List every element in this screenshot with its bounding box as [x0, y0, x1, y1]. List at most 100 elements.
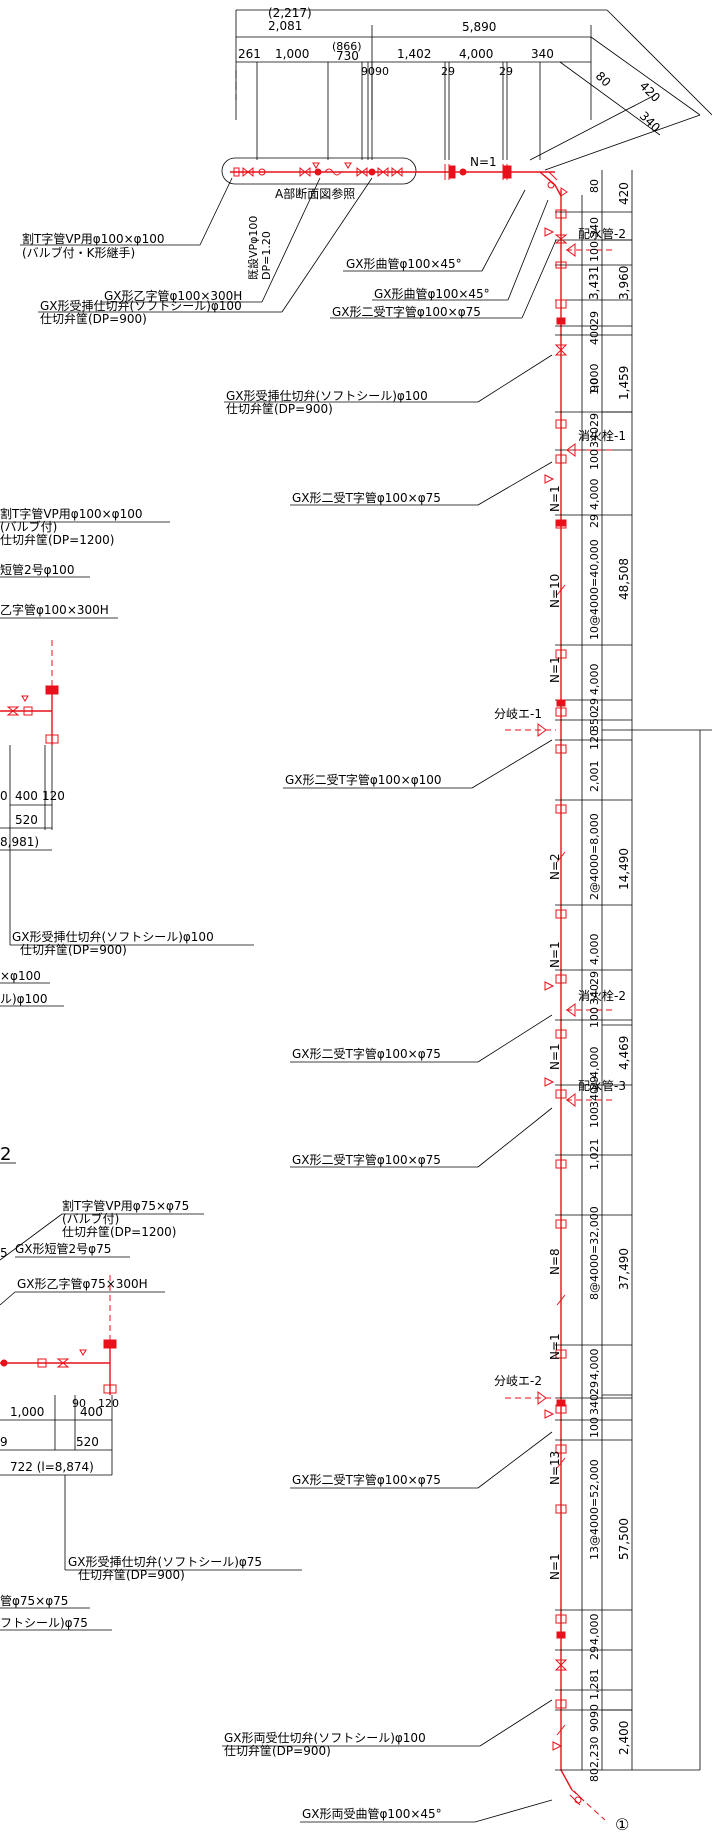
vdim-120: 120: [588, 729, 601, 750]
vdim-1000: 1,000: [588, 364, 601, 396]
n-label-8: N=8: [548, 1248, 562, 1275]
vdim-80: 80: [588, 179, 601, 193]
vdim-340c: 340: [588, 984, 601, 1005]
left-cut3: 管φ75×φ75: [0, 1593, 68, 1608]
left-panel-a: 割T字管VP用φ100×φ100 (バルブ付) 仕切弁筐(DP=1200) 短管…: [0, 506, 254, 1007]
dim-diag-420: 420: [637, 79, 663, 105]
n-label-1e: N=1: [548, 1333, 562, 1360]
left-cut2: ル)φ100: [0, 992, 48, 1006]
odim-57500: 57,500: [617, 1518, 631, 1560]
dim-1000: 1,000: [275, 47, 309, 61]
dim-29b: 29: [499, 65, 513, 78]
label-gx-niju-1: GX形二受T字管φ100×φ75: [332, 304, 481, 319]
vdim-4000a: 4,000: [588, 479, 601, 511]
left-wari75-line1: 割T字管VP用φ75×φ75: [62, 1198, 189, 1213]
branch-outlets: [505, 227, 612, 1419]
left-d400b: 400: [80, 1405, 103, 1419]
dim-4000: 4,000: [459, 47, 493, 61]
dim-1402: 1,402: [397, 47, 431, 61]
vdim-29e: 29: [588, 971, 601, 985]
vdim-90a: 90: [588, 378, 601, 392]
left-uke75-line1: GX形受挿仕切弁(ソフトシール)φ75: [68, 1554, 262, 1569]
label-gx-niju-6: GX形二受T字管φ100×φ75: [292, 1472, 441, 1487]
left-wari75-line3: 仕切弁筐(DP=1200): [62, 1224, 176, 1239]
dim-730: 730: [336, 49, 359, 63]
vdim-4000e: 4,000: [588, 1349, 601, 1381]
label-gx-uke-line2: 仕切弁筐(DP=900): [40, 311, 147, 326]
left-tankan75: GX形短管2号φ75: [15, 1241, 111, 1256]
n-label-10: N=10: [548, 574, 562, 608]
vdim-29d: 29: [588, 698, 601, 712]
label-wari-line2: (バルブ付・K形継手): [22, 245, 135, 260]
main-pipe-fittings: [552, 209, 568, 1751]
top-dimensions: (2,217) 2,081 5,890 (866) 261 1,000 730 …: [235, 6, 712, 171]
left-otsu75: GX形乙字管φ75×300H: [17, 1276, 148, 1291]
vdim-100c: 100: [588, 1007, 601, 1028]
left-wari-line2: (バルブ付): [0, 519, 57, 534]
vdim-29b: 29: [588, 413, 601, 427]
odim-2400: 2,400: [617, 1721, 631, 1755]
vdim-10at: 10@4000=40,000: [588, 539, 601, 640]
fixture-bunki1: 分岐エ-1: [494, 707, 542, 721]
left-d520: 520: [15, 813, 38, 827]
dim-diag-340: 340: [637, 109, 663, 135]
vdim-2at: 2@4000=8,000: [588, 813, 601, 900]
vdim-340d: 340: [588, 1087, 601, 1108]
left-wari-line1: 割T字管VP用φ100×φ100: [0, 506, 142, 521]
label-gx-niju-5: GX形二受T字管φ100×φ75: [292, 1152, 441, 1167]
odim-420: 420: [617, 182, 631, 205]
vdim-29h: 29: [588, 1646, 601, 1660]
vdim-8at: 8@4000=32,000: [588, 1206, 601, 1300]
vdim-4000c: 4,000: [588, 934, 601, 966]
main-dimension-ticks: [555, 170, 712, 1771]
label-gx-niju-2: GX形二受T字管φ100×φ75: [292, 490, 441, 505]
left-panel-b: 2 割T字管VP用φ75×φ75 (バルブ付) 仕切弁筐(DP=1200) 5 …: [0, 1144, 302, 1631]
vdim-340b: 340: [588, 427, 601, 448]
left-d520b: 520: [76, 1435, 99, 1449]
label-gx-magari-2: GX形曲管φ100×45°: [374, 286, 490, 301]
pipe-joint-marks: [556, 584, 566, 1736]
odim-48508: 48,508: [617, 558, 631, 600]
vdim-29c: 29: [588, 514, 601, 528]
vdim-340e: 340: [588, 1394, 601, 1415]
n-label-1b: N=1: [548, 656, 562, 683]
odim-3960: 3,960: [617, 266, 631, 300]
marker-circle-1: ①: [615, 1815, 629, 1832]
dim-29a: 29: [441, 65, 455, 78]
dim-overall-paren: (2,217): [268, 6, 312, 20]
left-cut1: ×φ100: [0, 969, 41, 983]
vdim-100a: 100: [588, 241, 601, 262]
pipe-joints: [556, 317, 566, 1639]
label-gx-ryou-line1: GX形両受仕切弁(ソフトシール)φ100: [224, 1730, 426, 1745]
main-vertical-pipe: [560, 190, 606, 1821]
n-label-1a: N=1: [548, 485, 562, 512]
label-wari-line1: 割T字管VP用φ100×φ100: [22, 231, 164, 246]
left-d120: 120: [42, 789, 65, 803]
top-pipe-run: [221, 157, 568, 197]
vdim-80b: 80: [588, 1768, 601, 1782]
dim-sub-paren: (866): [332, 40, 362, 53]
odim-4469: 4,469: [617, 1036, 631, 1070]
left-d1000b: 1,000: [10, 1405, 44, 1419]
label-gx-magari-1: GX形曲管φ100×45°: [346, 256, 462, 271]
left-section-no: 2: [0, 1144, 11, 1165]
fixture-shoka1: 消火栓-1: [578, 428, 626, 443]
vdim-100b: 100: [588, 449, 601, 470]
label-gx-niju-3: GX形二受T字管φ100×φ100: [285, 772, 442, 787]
odim-1459: 1,459: [617, 366, 631, 400]
vdim-29f: 29: [588, 1076, 601, 1090]
vdim-13at: 13@4000=52,000: [588, 1459, 601, 1560]
n1-top: N=1: [470, 155, 497, 169]
vdim-4000f: 4,000: [588, 1614, 601, 1646]
label-gx-uke-line1: GX形受挿仕切弁(ソフトシール)φ100: [40, 298, 242, 313]
n-label-1c: N=1: [548, 941, 562, 968]
existing-dp: DP=1.20: [260, 231, 273, 280]
vdim-9090: 9090: [588, 1704, 601, 1732]
left-wari-line3: 仕切弁筐(DP=1200): [0, 532, 114, 547]
left-d400: 400: [15, 789, 38, 803]
n-label-2: N=2: [548, 853, 562, 880]
label-gx-uke2-line2: 仕切弁筐(DP=900): [226, 401, 333, 416]
odim-37490: 37,490: [617, 1248, 631, 1290]
fixture-haisui2: 配水管-2: [578, 226, 626, 241]
